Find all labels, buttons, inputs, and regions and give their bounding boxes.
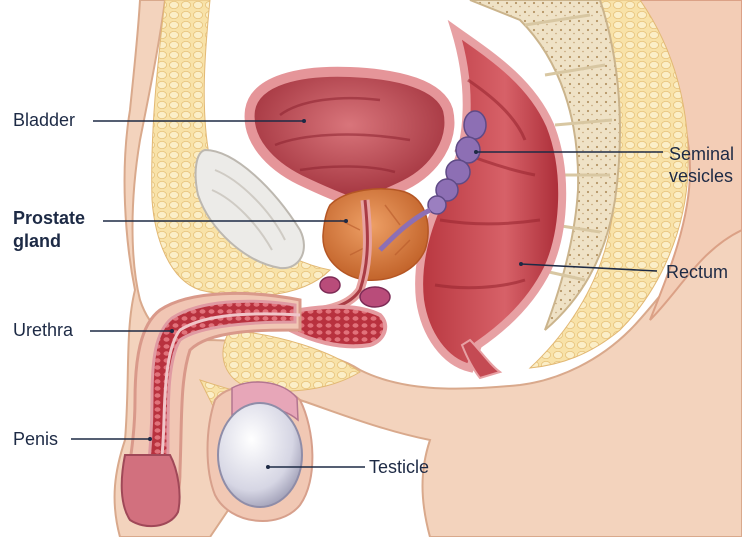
label-seminal-line2: vesicles — [669, 165, 733, 188]
label-bladder: Bladder — [13, 109, 75, 132]
label-rectum: Rectum — [666, 261, 728, 284]
label-prostate-line2: gland — [13, 230, 61, 253]
label-urethra: Urethra — [13, 319, 73, 342]
bulbourethral — [290, 277, 390, 346]
label-penis: Penis — [13, 428, 58, 451]
label-prostate-line1: Prostate — [13, 207, 85, 230]
testicle — [208, 382, 313, 521]
label-testicle: Testicle — [369, 456, 429, 479]
bladder — [250, 72, 450, 205]
prostate — [323, 189, 428, 280]
label-seminal-line1: Seminal — [669, 143, 734, 166]
